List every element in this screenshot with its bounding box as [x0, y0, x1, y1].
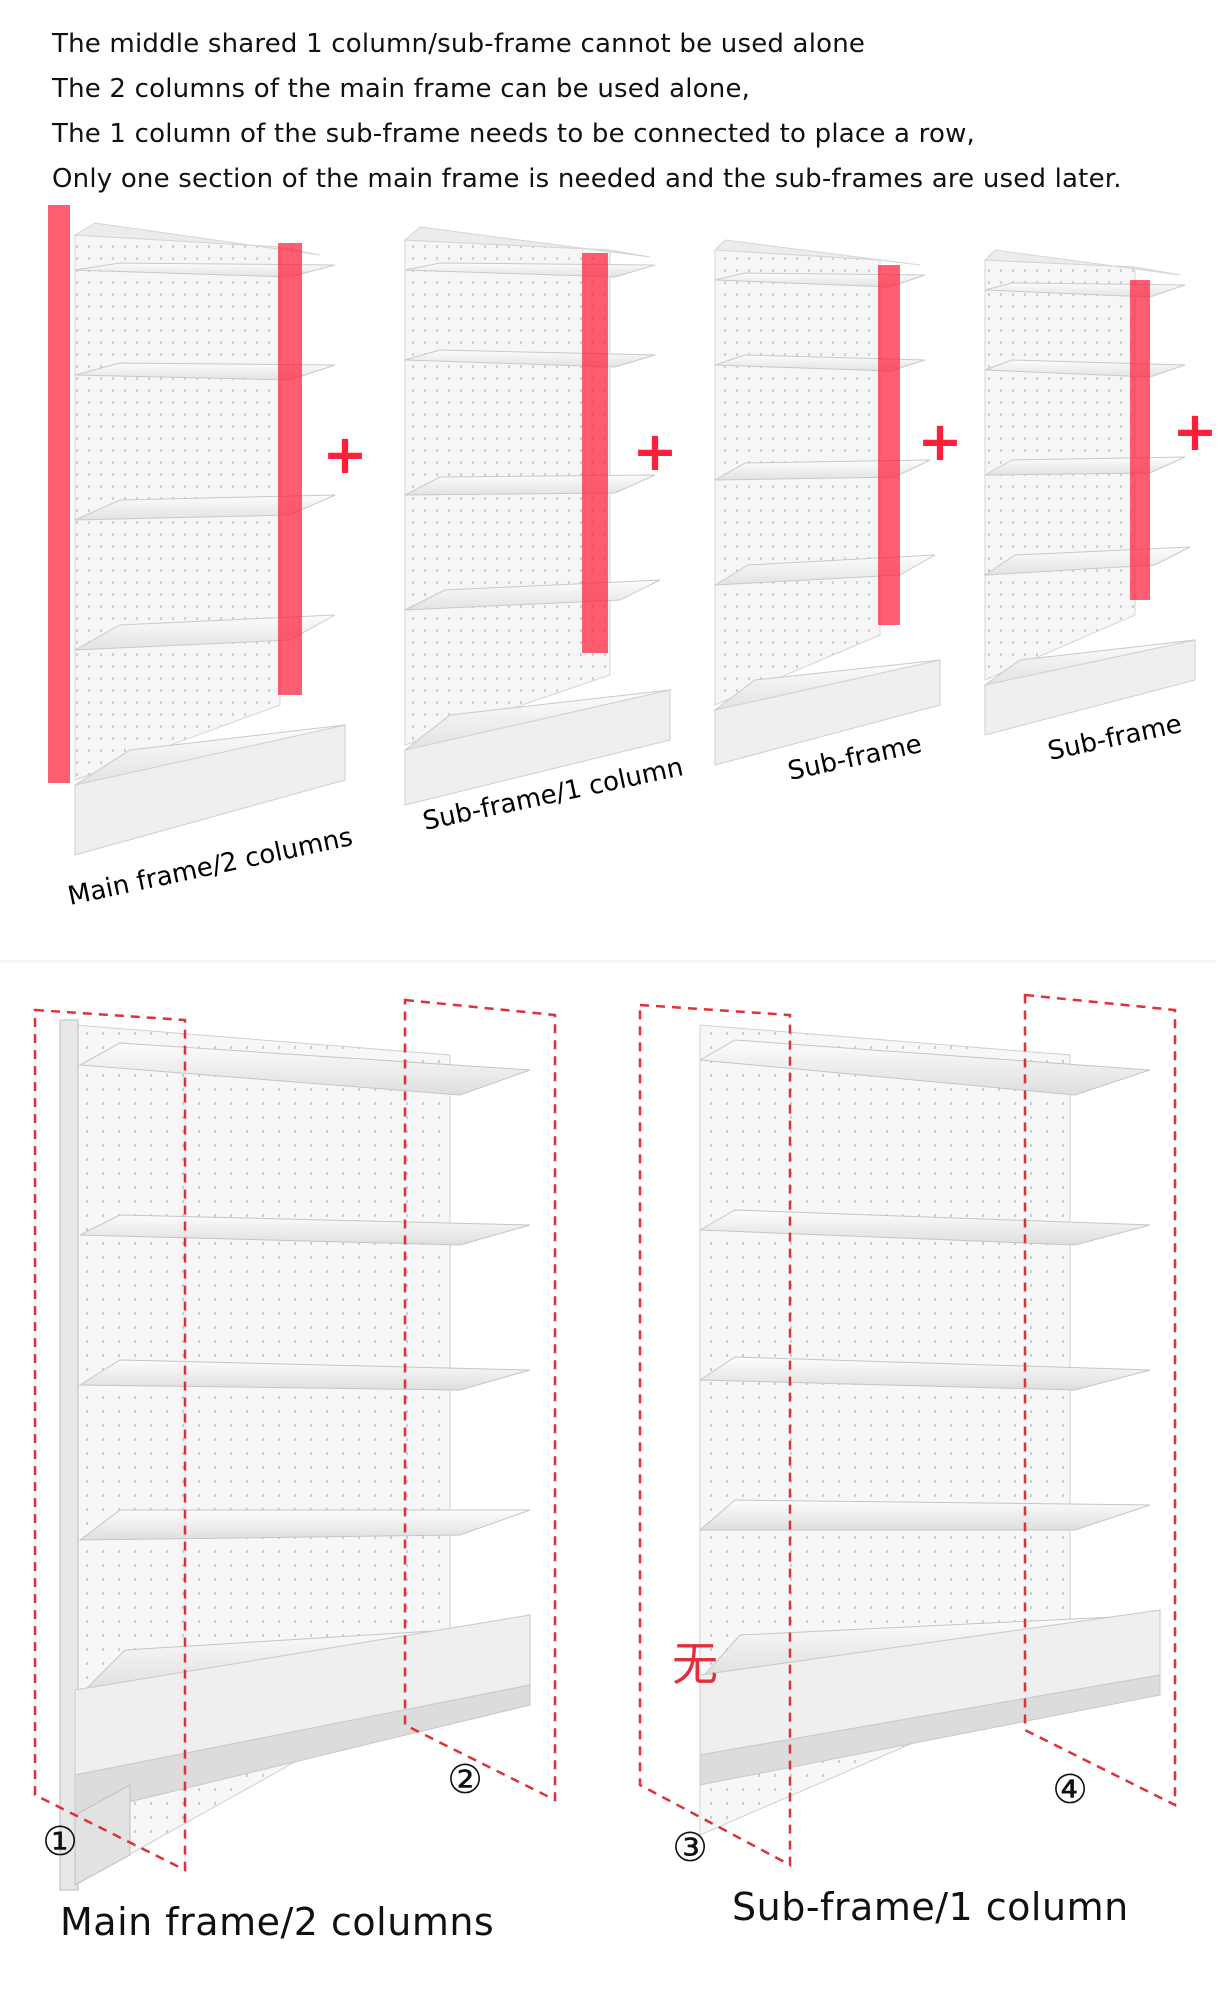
marker-1: ①: [42, 1819, 78, 1865]
plus-sign-4: +: [1172, 400, 1217, 463]
shelf-unit-subframe-1-column: +: [403, 226, 678, 806]
intro-line-3: The 1 column of the sub-frame needs to b…: [52, 119, 975, 149]
intro-line-2: The 2 columns of the main frame can be u…: [52, 74, 751, 104]
marker-2: ②: [447, 1757, 483, 1803]
plus-sign-3: +: [917, 410, 962, 473]
caption-subframe-b: Sub-frame: [1045, 709, 1184, 767]
section-divider: [0, 960, 1215, 964]
dashed-frame-columns-sub: [638, 993, 1177, 1868]
intro-line-4: Only one section of the main frame is ne…: [52, 164, 1122, 194]
main-frame-unit: [59, 1019, 531, 1891]
subframe-unit: [698, 1024, 1161, 1836]
plus-sign-1: +: [322, 423, 367, 486]
intro-line-1: The middle shared 1 column/sub-frame can…: [52, 29, 866, 59]
no-column-mark: 无: [672, 1637, 718, 1691]
shelf-unit-main: +: [48, 205, 368, 856]
bottom-shelf-illustration: ① ② ③ ④ 无: [33, 993, 1177, 1891]
shelf-unit-subframe-b: +: [983, 249, 1218, 736]
marker-4: ④: [1052, 1767, 1088, 1813]
dashed-frame-columns-main: [33, 998, 557, 1873]
intro-text-block: The middle shared 1 column/sub-frame can…: [52, 22, 1212, 202]
main-frame-caption: Main frame/2 columns: [60, 1900, 495, 1944]
top-shelf-illustration: + + +: [48, 205, 1218, 912]
subframe-caption: Sub-frame/1 column: [732, 1885, 1129, 1929]
plus-sign-2: +: [632, 420, 677, 483]
marker-3: ③: [672, 1825, 708, 1871]
shelf-unit-subframe-a: +: [713, 239, 963, 766]
